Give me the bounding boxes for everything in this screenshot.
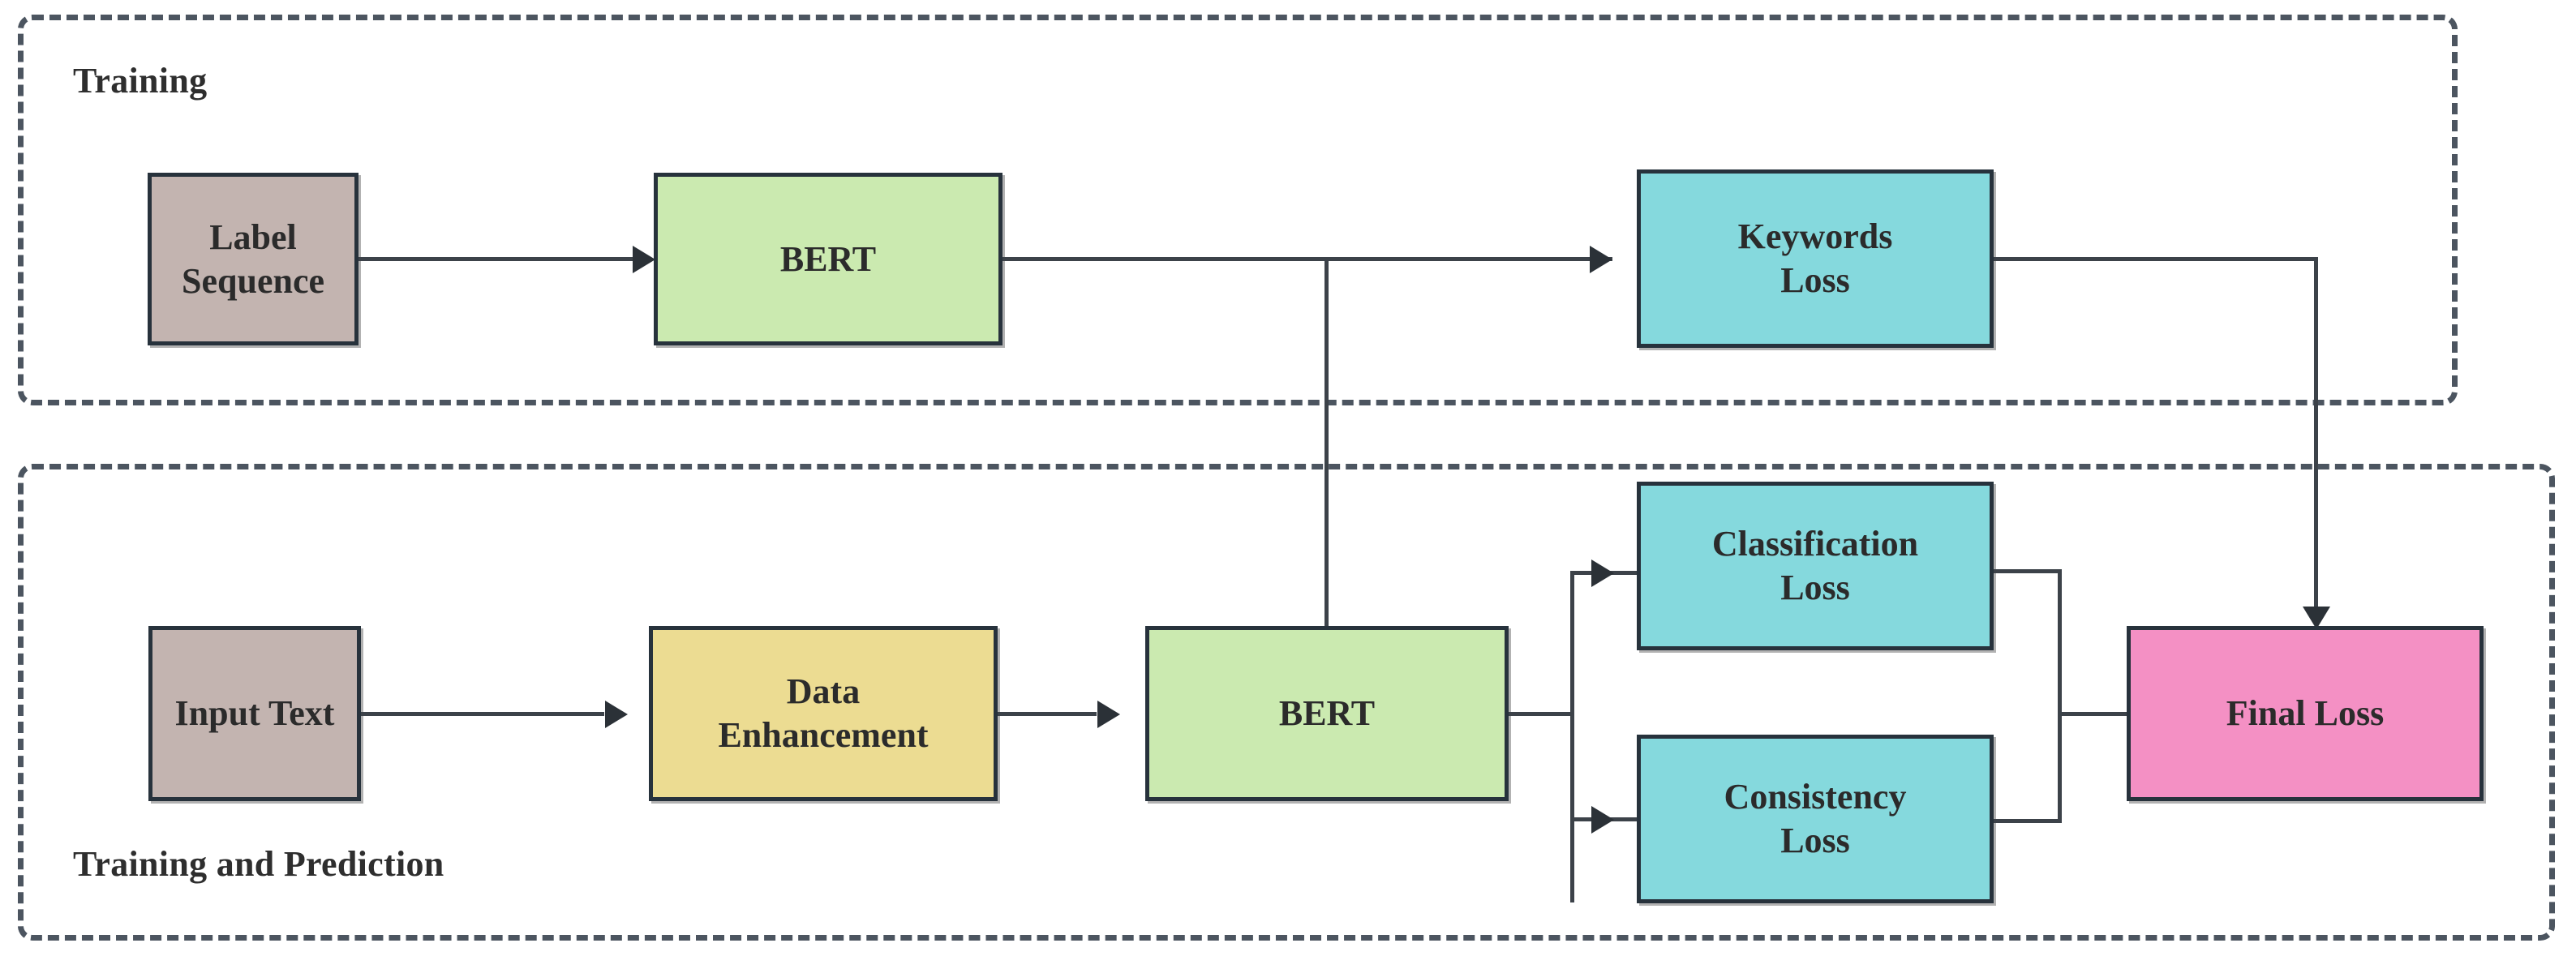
edge-loss-merge-riser bbox=[2058, 569, 2062, 823]
node-bert-bottom[interactable]: BERT bbox=[1145, 626, 1509, 801]
edge-bertbottom-split-stem bbox=[1509, 712, 1574, 716]
node-bert-top-text: BERT bbox=[779, 238, 877, 279]
edge-bertbottom-split-riser bbox=[1570, 571, 1574, 902]
node-keywords-loss-text: Keywords Loss bbox=[1737, 216, 1893, 300]
node-input-text[interactable]: Input Text bbox=[148, 626, 361, 801]
edge-dataenh-bertbottom-line bbox=[998, 712, 1097, 716]
edge-berttop-keywords-line bbox=[1002, 257, 1612, 261]
edge-consistency-merge-line bbox=[1994, 819, 2060, 823]
node-data-enhancement[interactable]: Data Enhancement bbox=[649, 626, 998, 801]
group-training bbox=[18, 15, 2458, 405]
node-final-loss[interactable]: Final Loss bbox=[2127, 626, 2484, 801]
node-label-sequence[interactable]: Label Sequence bbox=[148, 173, 358, 345]
edge-keywords-final-arrowhead bbox=[2303, 607, 2330, 629]
node-consistency-loss[interactable]: Consistency Loss bbox=[1637, 735, 1994, 903]
edge-dataenh-bertbottom-arrowhead bbox=[1097, 701, 1120, 728]
node-classification-loss[interactable]: Classification Loss bbox=[1637, 482, 1994, 650]
group-training-label: Training bbox=[73, 61, 208, 101]
edge-inputtext-dataenh-arrowhead bbox=[605, 701, 628, 728]
group-training-prediction-label: Training and Prediction bbox=[73, 844, 444, 884]
edge-bertbottom-consistency-arrowhead bbox=[1591, 806, 1614, 834]
edge-berttop-keywords-arrowhead bbox=[1590, 246, 1612, 273]
node-final-loss-text: Final Loss bbox=[2226, 693, 2385, 734]
node-consistency-loss-text: Consistency Loss bbox=[1724, 777, 1907, 860]
node-data-enhancement-text: Data Enhancement bbox=[718, 671, 929, 755]
edge-labelseq-berttop-arrowhead bbox=[633, 246, 655, 273]
edge-bertbottom-classification-arrowhead bbox=[1591, 559, 1614, 587]
edge-inputtext-dataenh-line bbox=[361, 712, 604, 716]
edge-berttop-bertbottom-line bbox=[1324, 257, 1329, 628]
node-classification-loss-text: Classification Loss bbox=[1711, 524, 1919, 607]
edge-classification-merge-line bbox=[1994, 569, 2060, 573]
edge-keywords-final-vline bbox=[2314, 257, 2318, 612]
node-keywords-loss[interactable]: Keywords Loss bbox=[1637, 169, 1994, 348]
node-label-sequence-text: Label Sequence bbox=[182, 216, 324, 301]
node-input-text-text: Input Text bbox=[174, 693, 335, 734]
edge-merge-final-line bbox=[2058, 712, 2155, 716]
node-bert-bottom-text: BERT bbox=[1278, 693, 1376, 734]
edge-labelseq-berttop-line bbox=[358, 257, 633, 261]
group-training-prediction bbox=[18, 464, 2555, 941]
node-bert-top[interactable]: BERT bbox=[654, 173, 1002, 345]
edge-keywords-final-hline bbox=[1994, 257, 2318, 261]
